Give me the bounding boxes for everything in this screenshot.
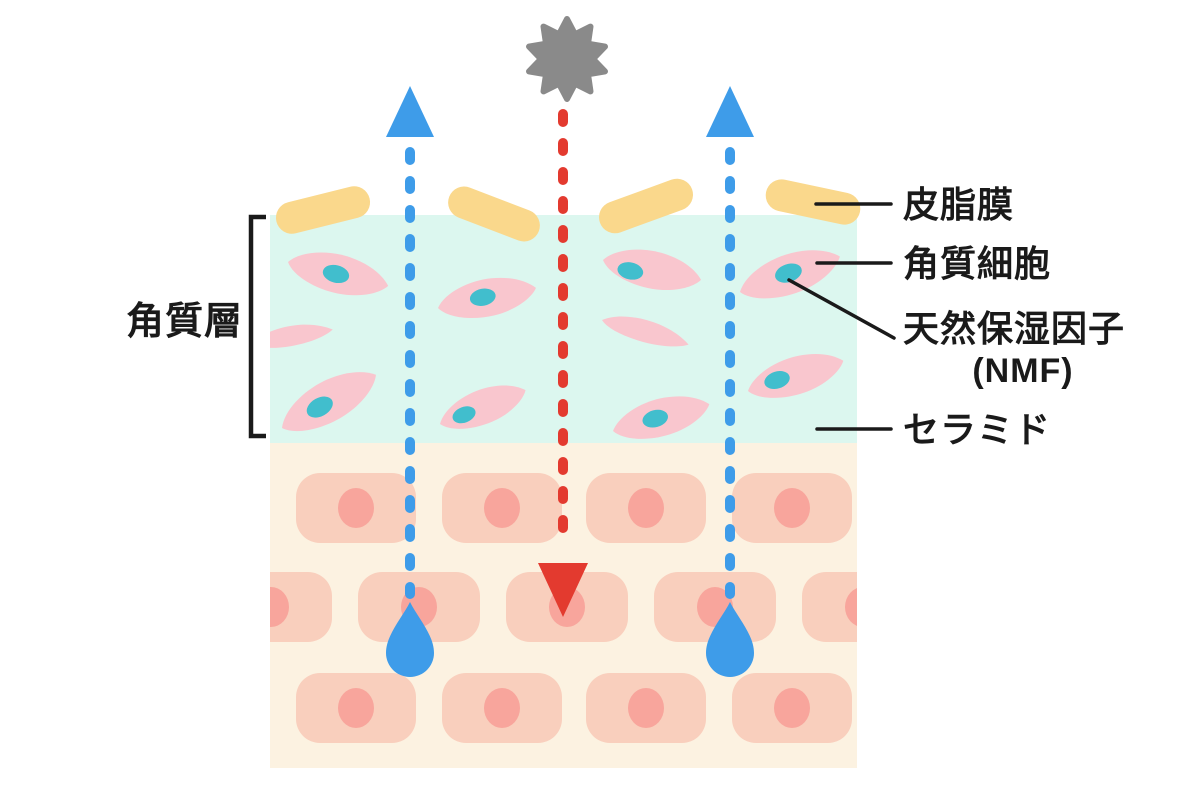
corneocyte [434, 269, 540, 326]
sebum-bar [765, 179, 861, 225]
sebum-film-group [275, 178, 861, 242]
nmf-nucleus [322, 264, 350, 284]
skin-cell-nuclei [338, 488, 810, 528]
penetration-arrow-icon [538, 109, 588, 617]
starburst-irritant-icon [526, 16, 608, 102]
ceramide-label: セラミド [903, 409, 1052, 450]
nmf-nucleus [306, 396, 333, 418]
nmf-pointer-line [787, 278, 896, 340]
skin-cell-nuclei [338, 688, 810, 728]
evaporation-arrow-icon [706, 86, 754, 599]
corneocyte [271, 357, 386, 443]
corneocyte [742, 343, 849, 409]
nmf-nucleus [642, 409, 668, 428]
sebum-bar [275, 186, 371, 234]
corneocyte-label: 角質細胞 [903, 243, 1052, 284]
nmf-nucleus [764, 371, 790, 389]
nmf-nucleus [452, 406, 476, 424]
corneocyte [599, 241, 705, 299]
stratum-corneum-label: 角質層 [125, 301, 243, 343]
nmf-nucleus [469, 288, 496, 306]
sebum-film-label: 皮脂膜 [903, 184, 1015, 225]
nmf-nucleus [775, 263, 802, 283]
corneocyte-group [270, 238, 849, 443]
stratum-corneum-bracket [248, 214, 266, 439]
corneocyte [283, 242, 393, 306]
evaporation-arrow-icon [386, 86, 434, 599]
pointer-lines [787, 202, 896, 431]
sebum-bar [448, 186, 540, 242]
corneocyte [607, 386, 715, 443]
nmf-abbr-label: (NMF) [972, 352, 1074, 390]
nmf-nucleus [617, 262, 644, 280]
corneocyte [433, 374, 532, 440]
sebum-bar [598, 178, 694, 234]
corneocyte [733, 238, 847, 311]
nmf-label: 天然保湿因子 [903, 308, 1126, 349]
